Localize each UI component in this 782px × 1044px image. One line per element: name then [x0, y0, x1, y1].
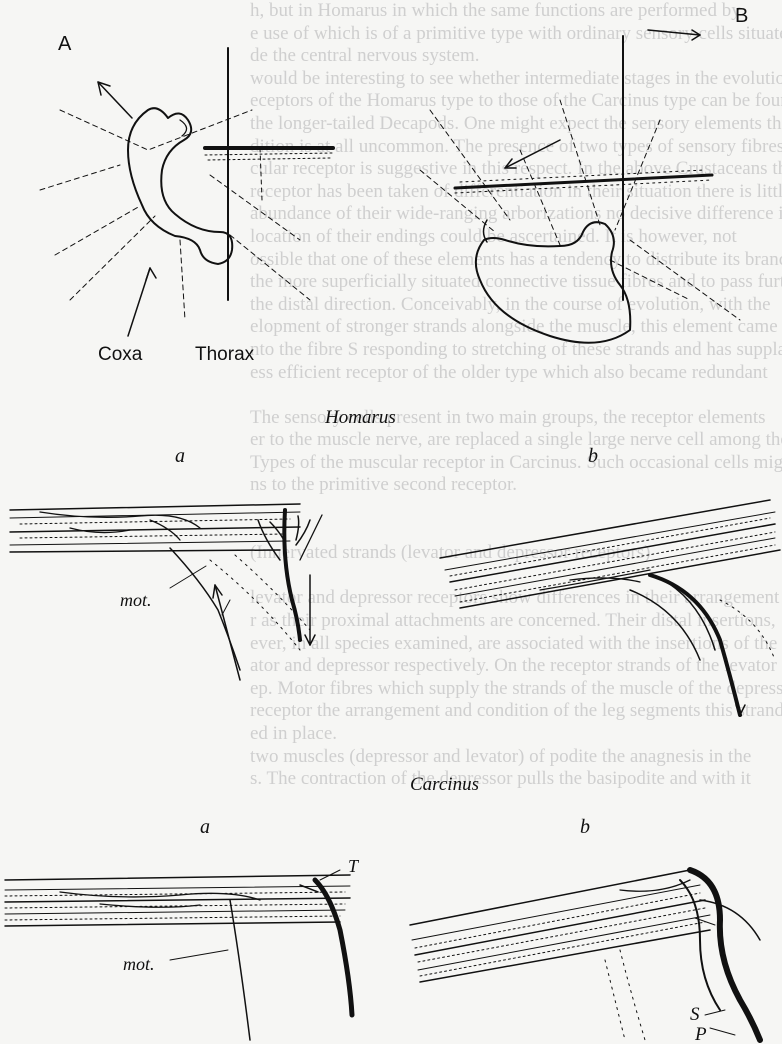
label-carcinus-T: T: [348, 856, 360, 876]
homarus-panel-a: [10, 504, 322, 680]
label-carcinus-a: a: [200, 816, 210, 838]
homarus-panel-b: [440, 500, 780, 715]
caption-carcinus: Carcinus: [410, 774, 479, 795]
label-homarus-b: b: [588, 445, 598, 467]
carcinus-panel-a: [5, 870, 352, 1040]
label-carcinus-S: S: [690, 1004, 700, 1025]
carcinus-panel-b: [410, 870, 760, 1040]
label-carcinus-mot: mot.: [123, 954, 155, 974]
label-carcinus-b: b: [580, 816, 590, 838]
label-homarus-mot: mot.: [120, 590, 152, 610]
label-homarus-a: a: [175, 445, 185, 467]
diagram-a: [40, 48, 333, 336]
diagram-b: [420, 30, 740, 343]
caption-homarus: Homarus: [324, 407, 396, 428]
label-coxa: Coxa: [98, 344, 143, 365]
label-carcinus-P: P: [694, 1024, 707, 1044]
label-thorax: Thorax: [195, 344, 255, 365]
label-B: B: [735, 5, 748, 27]
label-A: A: [58, 33, 72, 55]
